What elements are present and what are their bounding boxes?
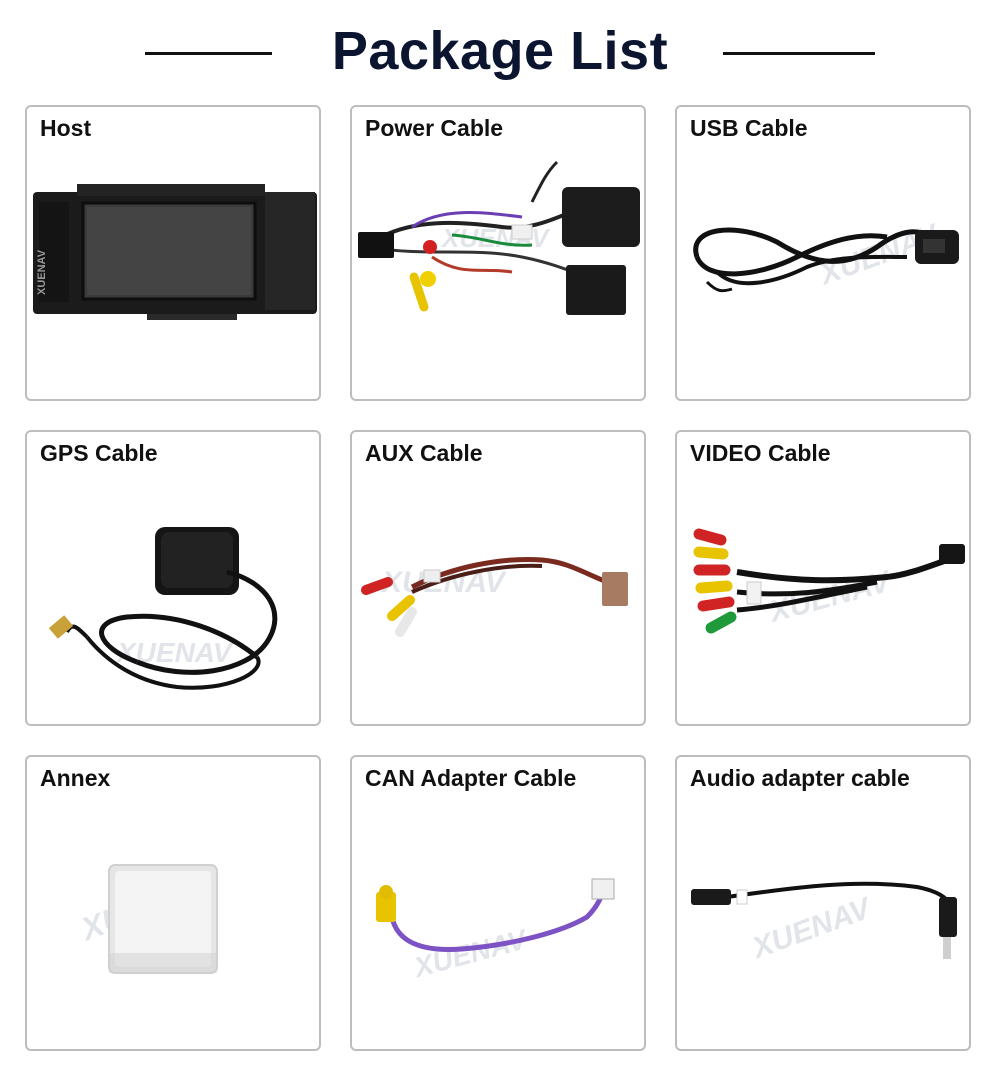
video-rca-cable-image: XUENAV [693, 528, 965, 634]
adhesive-pad-image: XUENAV [75, 864, 218, 974]
page-header: Package List [0, 0, 1000, 100]
item-label-aux-cable: AUX Cable [365, 440, 483, 466]
header-rule-left [145, 52, 272, 55]
can-adapter-cable-image: XUENAV [376, 878, 615, 984]
aux-rca-cable-image: XUENAV [361, 557, 628, 637]
item-card-host: XUENAV XUENAV Host [25, 105, 321, 401]
item-card-power-cable: XUENAV Power Cable [350, 105, 646, 401]
svg-text:XUENAV: XUENAV [36, 249, 48, 295]
power-harness-image: XUENAV [358, 160, 640, 315]
item-label-audio-adapter-cable: Audio adapter cable [690, 765, 910, 791]
audio-adapter-cable-image: XUENAV [691, 881, 957, 966]
item-label-power-cable: Power Cable [365, 115, 504, 141]
svg-text:XUENAV: XUENAV [115, 637, 234, 668]
item-label-gps-cable: GPS Cable [40, 440, 158, 466]
item-card-annex: XUENAV Annex [25, 755, 321, 1051]
item-label-can-adapter-cable: CAN Adapter Cable [365, 765, 577, 791]
item-card-gps-cable: XUENAV GPS Cable [25, 430, 321, 726]
item-label-host: Host [40, 115, 92, 141]
svg-text:XUENAV: XUENAV [409, 923, 532, 984]
item-card-aux-cable: XUENAV AUX Cable [350, 430, 646, 726]
usb-cable-image: XUENAV [693, 217, 959, 293]
svg-text:XUENAV: XUENAV [746, 891, 877, 966]
car-stereo-head-unit-image: XUENAV XUENAV [33, 184, 317, 320]
gps-antenna-image: XUENAV [48, 527, 278, 690]
item-label-annex: Annex [40, 765, 111, 791]
header-rule-right [723, 52, 875, 55]
item-card-usb-cable: XUENAV USB Cable [675, 105, 971, 401]
item-label-usb-cable: USB Cable [690, 115, 808, 141]
item-card-audio-adapter-cable: XUENAV Audio adapter cable [675, 755, 971, 1051]
item-card-can-adapter-cable: XUENAV CAN Adapter Cable [350, 755, 646, 1051]
item-label-video-cable: VIDEO Cable [690, 440, 831, 466]
page-title: Package List [331, 21, 669, 81]
item-card-video-cable: XUENAV VIDEO Cable [675, 430, 971, 726]
